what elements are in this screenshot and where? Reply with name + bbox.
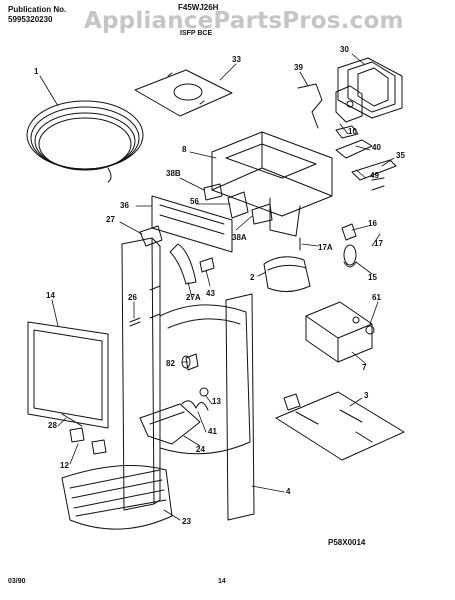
part-38b <box>203 183 223 201</box>
callout-39: 39 <box>294 63 303 72</box>
footer-date: 03/90 <box>8 578 26 585</box>
callout-38b: 38B <box>166 169 181 178</box>
model-number: F45WJ26H <box>178 3 219 12</box>
part-24-actuator <box>139 403 201 445</box>
part-4-panel <box>225 293 255 521</box>
callout-17: 17 <box>374 239 383 248</box>
part-14-panel-frame <box>27 321 109 429</box>
callout-26: 26 <box>128 293 137 302</box>
callout-13: 13 <box>212 397 221 406</box>
leader-lines <box>39 53 395 521</box>
callout-27: 27 <box>106 215 115 224</box>
callout-38a: 38A <box>232 233 247 242</box>
part-56 <box>227 191 249 219</box>
part-2-deflector <box>263 256 311 292</box>
callout-27a: 27A <box>186 293 201 302</box>
publication-number: 5995320230 <box>8 15 53 24</box>
callout-43: 43 <box>206 289 215 298</box>
part-23-drip-tray <box>61 465 173 530</box>
publication-label: Publication No. <box>8 5 67 14</box>
callout-33: 33 <box>232 55 241 64</box>
callout-1: 1 <box>34 67 39 76</box>
part-13-nut <box>199 387 209 397</box>
watermark: AppliancePartsPros.com <box>84 8 404 34</box>
callout-82: 82 <box>166 359 175 368</box>
callout-35: 35 <box>396 151 405 160</box>
part-82 <box>185 353 199 371</box>
side-channel-left <box>121 237 161 511</box>
part-36-panel <box>151 195 233 253</box>
callout-41: 41 <box>208 427 217 436</box>
diagram-code: P58X0014 <box>328 538 366 547</box>
part-1-gasket-coil <box>26 100 144 183</box>
callout-24: 24 <box>196 445 205 454</box>
callout-36: 36 <box>120 201 129 210</box>
part-33-plate <box>134 69 233 117</box>
part-26-screw <box>129 317 141 327</box>
callout-16: 16 <box>368 219 377 228</box>
part-41-spring <box>181 400 209 411</box>
callout-49: 49 <box>370 171 379 180</box>
callout-61: 61 <box>372 293 381 302</box>
part-28-strip <box>61 413 83 427</box>
part-61-7-switch <box>305 301 375 363</box>
callout-56: 56 <box>190 197 199 206</box>
part-3-plate <box>275 391 405 461</box>
callout-10: 10 <box>348 127 357 136</box>
callout-23: 23 <box>182 517 191 526</box>
callout-40: 40 <box>372 143 381 152</box>
callout-3: 3 <box>364 391 369 400</box>
part-30-housing <box>337 57 403 119</box>
dispenser-body <box>159 304 251 455</box>
callout-12: 12 <box>60 461 69 470</box>
callout-2: 2 <box>250 273 255 282</box>
callout-30: 30 <box>340 45 349 54</box>
callout-14: 14 <box>46 291 55 300</box>
part-38a <box>251 203 273 225</box>
callout-4: 4 <box>286 487 291 496</box>
part-43-screw <box>199 257 215 273</box>
page-number: 14 <box>218 578 226 585</box>
part-39-bracket <box>297 83 323 129</box>
part-27a-clip <box>169 243 197 285</box>
part-16-15-bulb <box>299 223 357 268</box>
callout-15: 15 <box>368 273 377 282</box>
part-12-clips <box>69 427 107 455</box>
callout-8: 8 <box>182 145 187 154</box>
part-10-40-35-wiring <box>335 85 397 191</box>
part-27-bracket <box>139 225 163 247</box>
callout-17a: 17A <box>318 243 333 252</box>
callout-28: 28 <box>48 421 57 430</box>
callout-7: 7 <box>362 363 367 372</box>
section-code: ISFP BCE <box>180 30 213 37</box>
